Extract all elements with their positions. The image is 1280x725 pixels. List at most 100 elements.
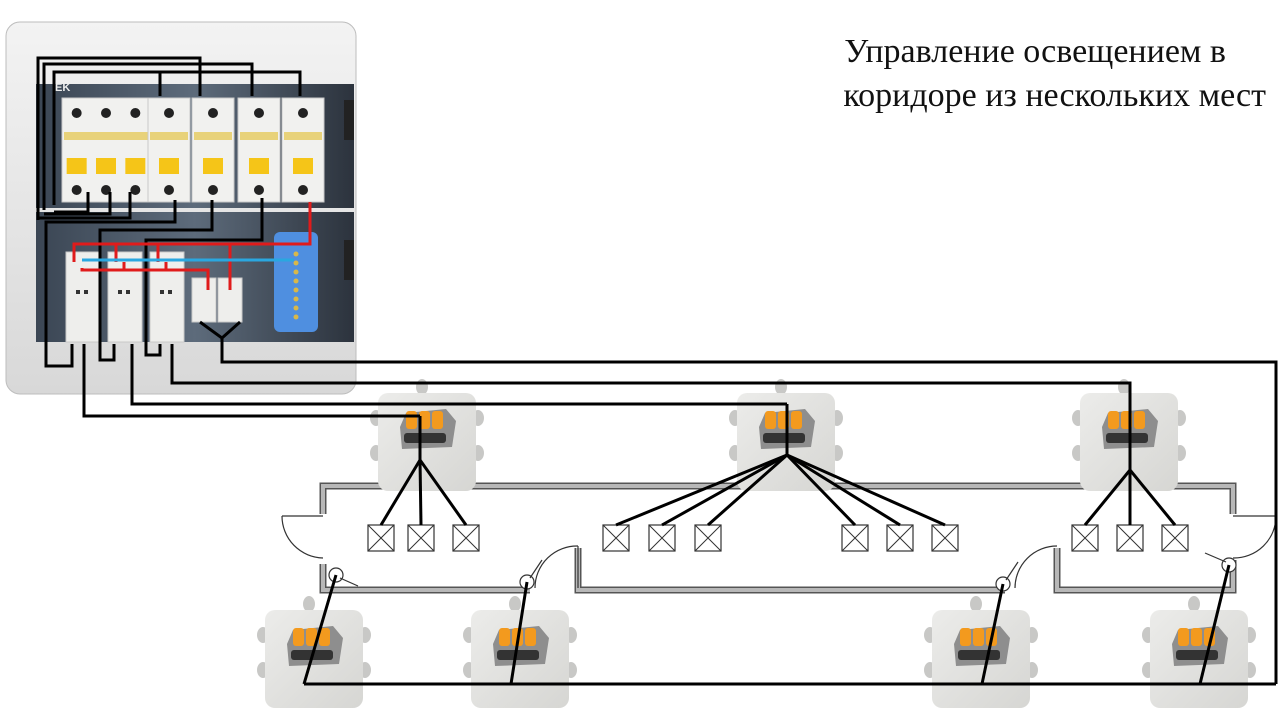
terminal-screw bbox=[164, 108, 174, 118]
bus-bar-screw bbox=[293, 251, 299, 257]
circuit-breaker bbox=[61, 97, 151, 203]
phase-wire bbox=[72, 202, 312, 262]
junction-box-switch bbox=[463, 596, 577, 708]
wago-lever bbox=[791, 411, 802, 429]
wago-lever bbox=[319, 628, 330, 646]
ceiling-lamp bbox=[602, 524, 630, 552]
ceiling-lamp bbox=[407, 524, 435, 552]
door-middle-right bbox=[1014, 545, 1058, 589]
wago-entry bbox=[404, 433, 446, 443]
terminal-screw bbox=[298, 108, 308, 118]
lamp-cross bbox=[931, 524, 959, 552]
wire-breaker-out bbox=[54, 192, 90, 214]
wago-lever bbox=[765, 411, 776, 429]
wago-lever bbox=[1108, 411, 1119, 429]
breaker-toggle bbox=[249, 158, 269, 174]
wago-lever bbox=[960, 628, 971, 646]
breaker-label-strip bbox=[240, 132, 278, 140]
wire-relay-coil bbox=[98, 200, 214, 362]
door-left bbox=[281, 515, 324, 559]
relay-indicator bbox=[160, 290, 164, 294]
circuit-breaker bbox=[191, 97, 235, 203]
corridor-bottom-wall-left-fill bbox=[321, 564, 530, 592]
wago-entry bbox=[497, 650, 539, 660]
wire-relay-coil bbox=[44, 200, 177, 368]
breaker-label-strip bbox=[284, 132, 322, 140]
relay-body bbox=[65, 251, 101, 343]
ceiling-lamp bbox=[694, 524, 722, 552]
breaker-toggle bbox=[96, 158, 116, 174]
electrical-panel: IEK bbox=[5, 21, 357, 395]
lamp-cross bbox=[1071, 524, 1099, 552]
circuit-breaker bbox=[237, 97, 281, 203]
cable-gland bbox=[1118, 379, 1130, 395]
lamp-cross bbox=[452, 524, 480, 552]
terminal-screw bbox=[130, 108, 141, 118]
cable-gland bbox=[303, 596, 315, 612]
wire-lamp bbox=[707, 453, 788, 527]
terminal-screw bbox=[101, 108, 111, 118]
lamp-cross bbox=[407, 524, 435, 552]
terminal-screw bbox=[254, 185, 264, 195]
bus-bar-screw bbox=[293, 287, 299, 293]
junction-box-switch bbox=[257, 596, 371, 708]
breaker-toggle bbox=[159, 158, 179, 174]
wago-lever bbox=[432, 411, 443, 429]
junction-box-switch bbox=[924, 596, 1038, 708]
wire-switch bbox=[302, 574, 338, 685]
wire-switch bbox=[509, 581, 529, 685]
relay-indicator bbox=[126, 290, 130, 294]
corridor-bottom-wall-mid-fill bbox=[576, 548, 1005, 592]
breaker-label-strip bbox=[150, 132, 188, 140]
impulse-relay bbox=[65, 251, 101, 343]
ceiling-lamp bbox=[367, 524, 395, 552]
neutral-bus-bar bbox=[274, 232, 318, 332]
door-middle-left bbox=[534, 545, 579, 589]
diagram-title: Управление освещением в коридоре из неск… bbox=[746, 30, 1266, 118]
bus-bar-screw bbox=[293, 305, 299, 311]
junction-box-switch bbox=[1142, 596, 1256, 708]
terminal-screw bbox=[130, 185, 141, 195]
corridor-bottom-wall-mid bbox=[574, 548, 1005, 594]
ceiling-lamp bbox=[931, 524, 959, 552]
terminal-screw bbox=[208, 108, 218, 118]
bus-bar-screw bbox=[293, 260, 299, 266]
wire-out-left-group bbox=[82, 344, 420, 418]
wago-lever bbox=[1178, 628, 1189, 646]
wago-entry bbox=[1106, 433, 1148, 443]
cable-gland bbox=[970, 596, 982, 612]
wire-feed bbox=[36, 56, 202, 220]
wago-lever bbox=[525, 628, 536, 646]
terminal-screw bbox=[71, 185, 82, 195]
lamp-cross bbox=[886, 524, 914, 552]
cable-gland bbox=[509, 596, 521, 612]
wago-lever bbox=[499, 628, 510, 646]
wire-lamp bbox=[615, 453, 788, 527]
wire-out-right-group bbox=[170, 344, 1132, 470]
wago-lever bbox=[1134, 411, 1145, 429]
wago-entry bbox=[763, 433, 805, 443]
wago-entry bbox=[1176, 650, 1218, 660]
ceiling-lamp bbox=[886, 524, 914, 552]
terminal-screw bbox=[71, 108, 82, 118]
relay-indicator bbox=[168, 290, 172, 294]
wire-lamp bbox=[785, 453, 857, 527]
wire-feed bbox=[54, 70, 302, 96]
circuit-breaker bbox=[281, 97, 325, 203]
wago-lever bbox=[973, 628, 984, 646]
junction-box-top bbox=[370, 379, 484, 491]
lamp-cross bbox=[602, 524, 630, 552]
lamp-cross bbox=[694, 524, 722, 552]
wire-switch bbox=[1198, 564, 1231, 685]
ceiling-lamp bbox=[1161, 524, 1189, 552]
wire-breaker-out bbox=[44, 192, 112, 216]
breaker-label-strip bbox=[194, 132, 232, 140]
ceiling-lamp bbox=[648, 524, 676, 552]
terminal-screw bbox=[208, 185, 218, 195]
relay-indicator bbox=[84, 290, 88, 294]
panel-brand-label: IEK bbox=[52, 82, 70, 94]
title-line-2: коридоре из нескольких мест bbox=[843, 77, 1266, 114]
breaker-toggle bbox=[66, 158, 87, 174]
